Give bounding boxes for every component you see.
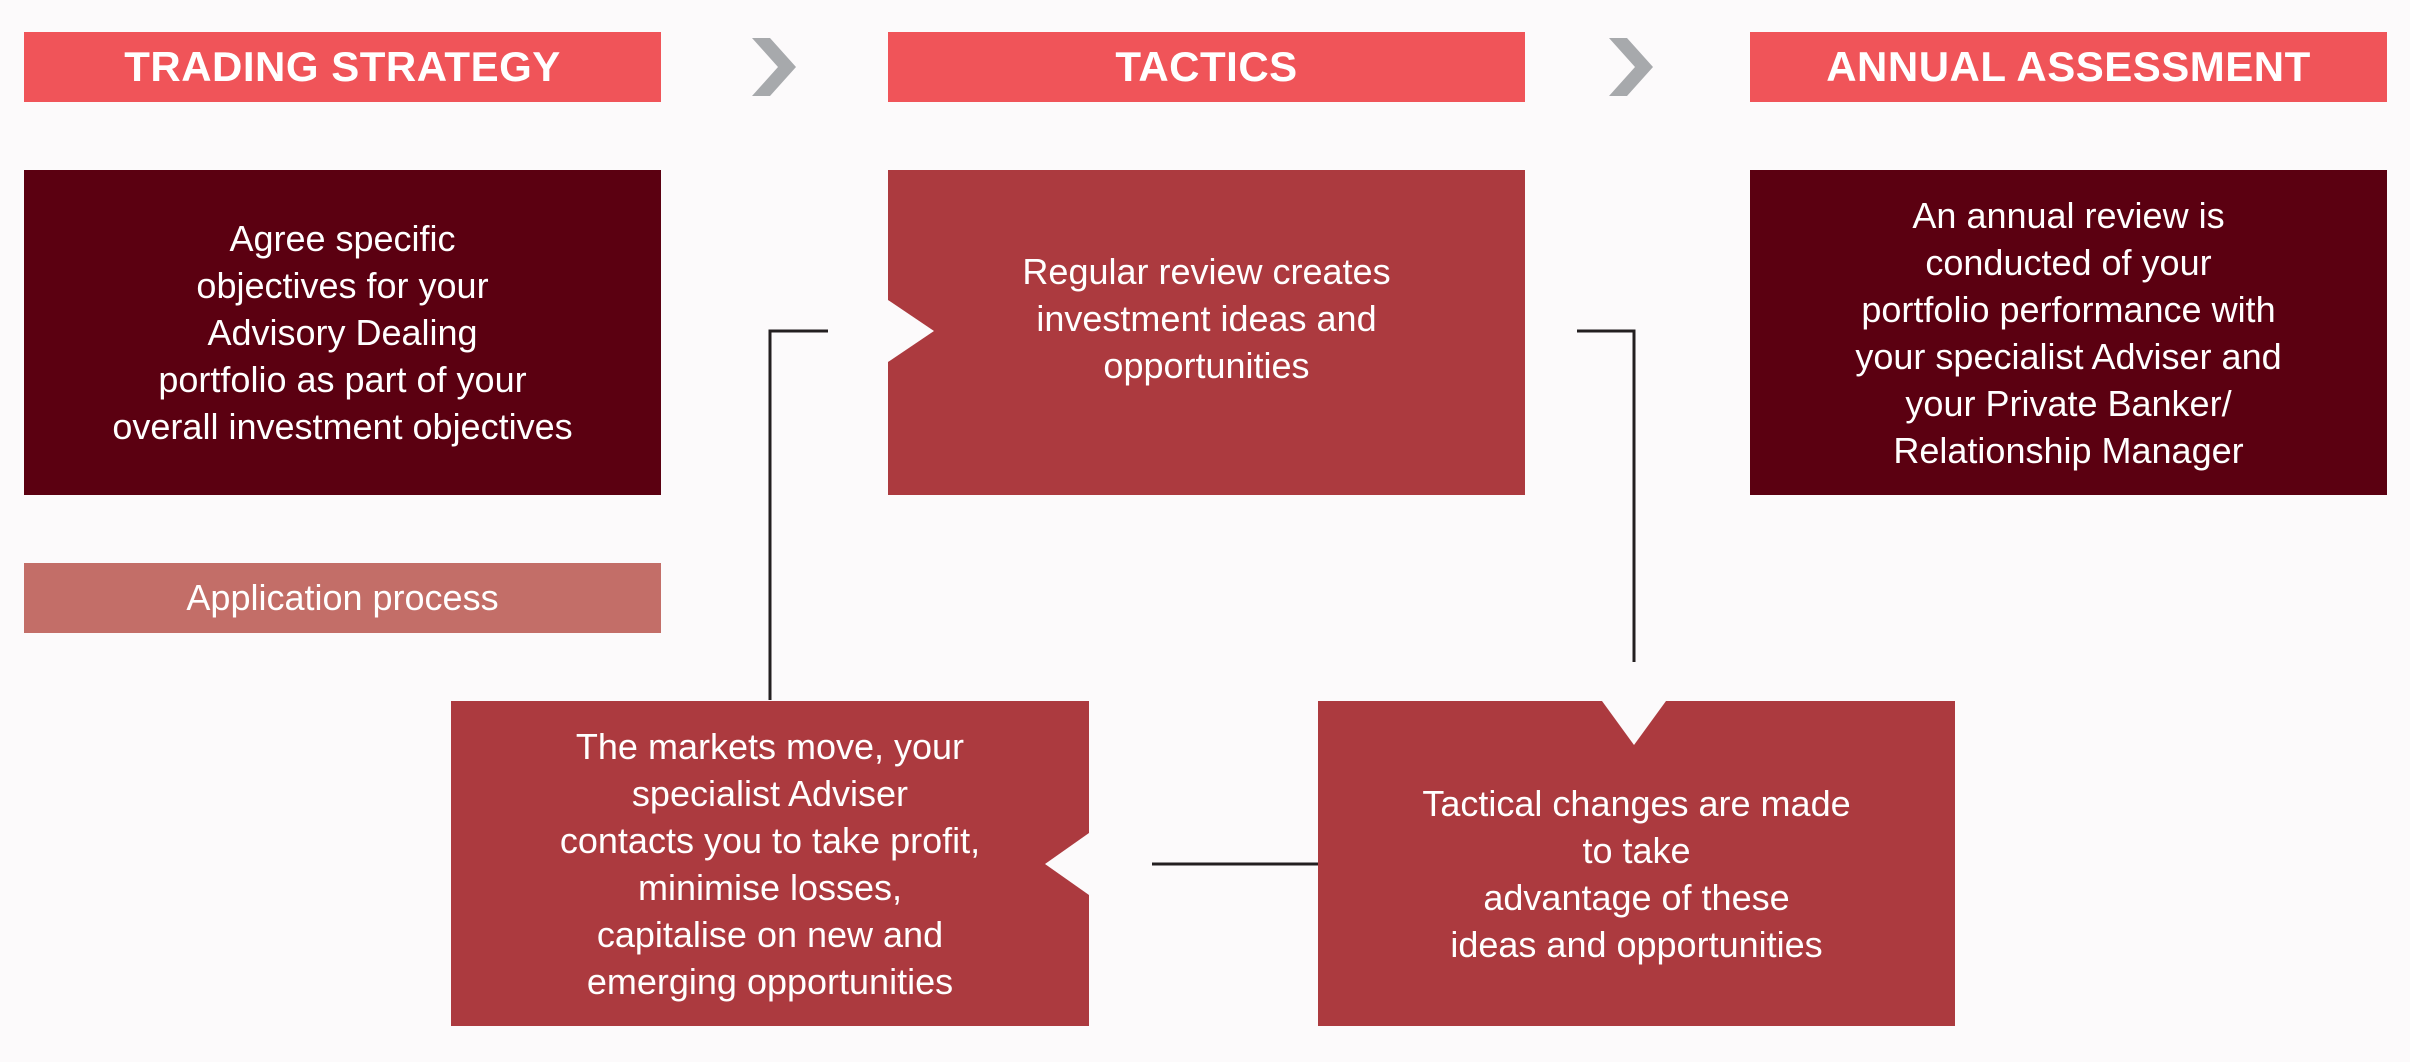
header-annual-assessment-label: ANNUAL ASSESSMENT: [1826, 43, 2311, 90]
decorative-notch-icon: [1966, 701, 2040, 728]
connector-to-tactical-changes: [1577, 329, 1636, 662]
markets-move-box: The markets move, your specialist Advise…: [451, 701, 1089, 1026]
tactical-changes-box: Tactical changes are made to take advant…: [1318, 701, 1955, 1026]
header-annual-assessment: ANNUAL ASSESSMENT: [1750, 32, 2387, 102]
strategy-box: Agree specific objectives for your Advis…: [24, 170, 661, 495]
chevron-right-icon: [752, 38, 796, 96]
header-trading-strategy-label: TRADING STRATEGY: [124, 43, 561, 90]
connector-to-tactics: [768, 329, 828, 700]
header-trading-strategy: TRADING STRATEGY: [24, 32, 661, 102]
application-process-label: Application process: [186, 577, 499, 618]
header-tactics: TACTICS: [888, 32, 1525, 102]
tactics-box: Regular review creates investment ideas …: [888, 170, 1525, 495]
markets-move-text: The markets move, your specialist Advise…: [559, 725, 981, 1002]
annual-text: An annual review is conducted of your po…: [1855, 194, 2282, 471]
annual-box: An annual review is conducted of your po…: [1750, 170, 2387, 495]
application-process-button[interactable]: Application process: [24, 563, 661, 633]
tactics-text: Regular review creates investment ideas …: [1022, 251, 1391, 386]
chevron-right-icon: [1609, 38, 1653, 96]
header-tactics-label: TACTICS: [1115, 43, 1298, 90]
strategy-text: Agree specific objectives for your Advis…: [112, 218, 573, 447]
tactical-changes-text: Tactical changes are made to take advant…: [1422, 782, 1851, 965]
